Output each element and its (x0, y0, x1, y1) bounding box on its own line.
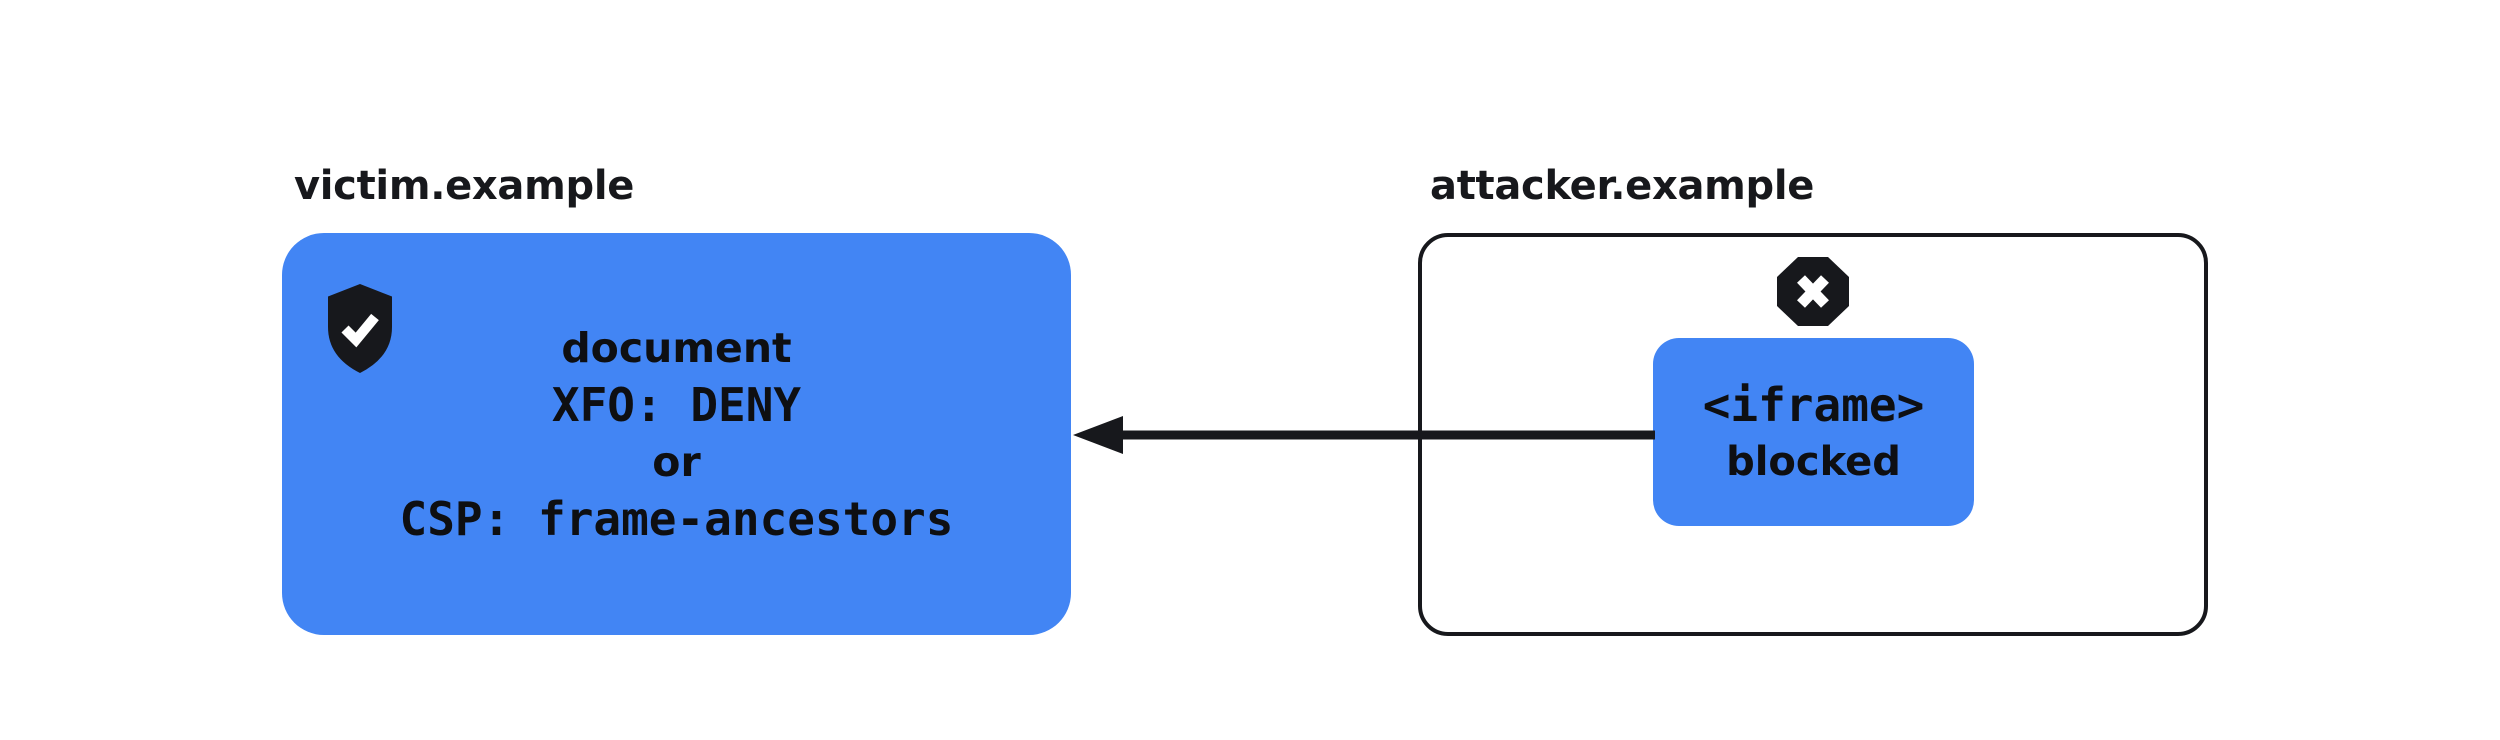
shield-check-icon (328, 284, 392, 373)
victim-domain-label: victim.example (294, 163, 635, 209)
victim-document-box: document XFO: DENY or CSP: frame-ancesto… (282, 233, 1071, 635)
iframe-tag-line: <iframe> (1702, 378, 1925, 432)
attacker-page-box: <iframe> blocked (1418, 233, 2208, 636)
blocked-line: blocked (1726, 439, 1901, 485)
blocked-request-arrow (1073, 416, 1655, 454)
document-line: document (561, 324, 792, 372)
attacker-domain-label: attacker.example (1430, 163, 1815, 209)
or-line: or (652, 438, 701, 486)
xfo-deny-line: XFO: DENY (551, 378, 802, 432)
iframe-box: <iframe> blocked (1653, 338, 1974, 526)
blocked-octagon-icon (1777, 257, 1849, 326)
csp-frame-ancestors-line: CSP: frame-ancestors (399, 492, 954, 546)
